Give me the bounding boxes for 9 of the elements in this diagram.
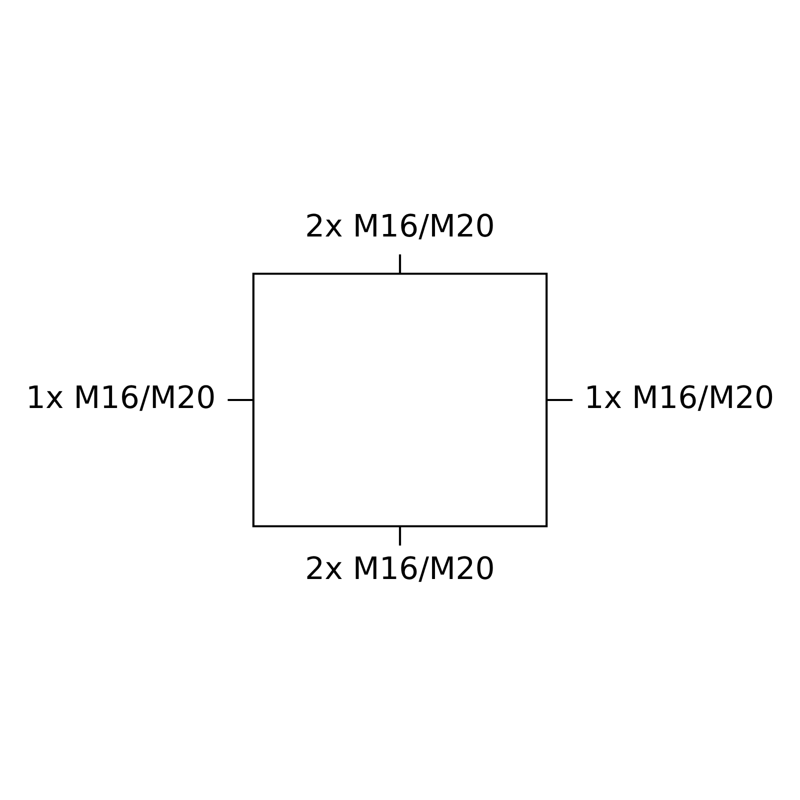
connector: [398, 254, 402, 274]
node-text: 2x M16/M20: [305, 550, 495, 587]
node-text: 1x M16/M20: [26, 380, 216, 416]
node-box: [252, 272, 548, 528]
node-text: 2x M16/M20: [305, 208, 495, 245]
node-text: 1x M16/M20: [584, 380, 774, 416]
connector: [546, 398, 573, 402]
connector: [228, 398, 254, 402]
connector: [398, 526, 402, 546]
